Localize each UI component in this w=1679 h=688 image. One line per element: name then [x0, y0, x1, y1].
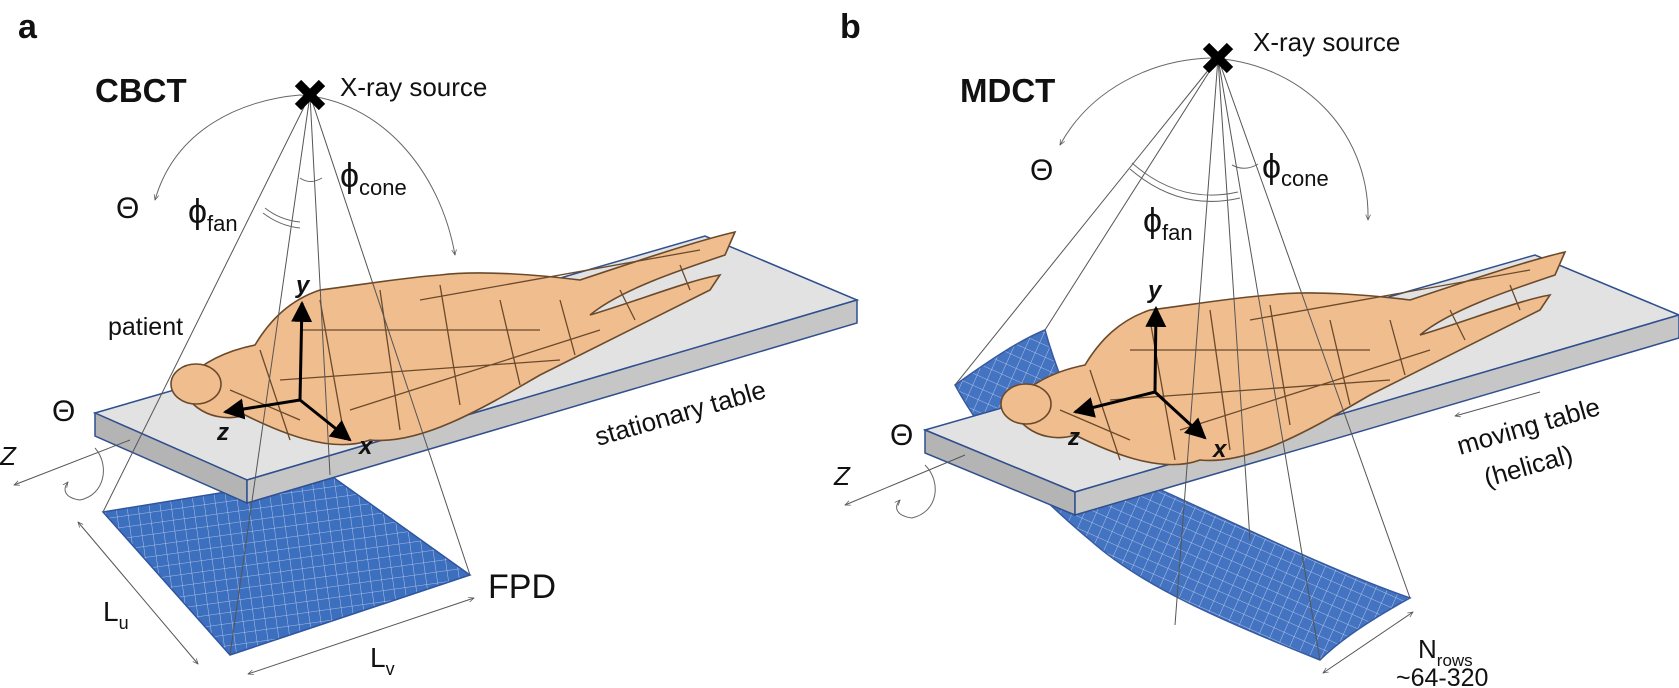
- table-motion-arrow: [1455, 391, 1541, 416]
- coordinate-axes-b: [1072, 305, 1207, 440]
- panel-title-mdct: MDCT: [960, 72, 1055, 109]
- nrows-range-label: ~64-320: [1396, 664, 1488, 688]
- stationary-table-side: [246, 298, 858, 505]
- theta-label-a: Θ: [116, 192, 139, 225]
- fpd-label: FPD: [488, 568, 556, 606]
- nrows-label: Nrows: [1418, 634, 1473, 670]
- theta-z-label-b: Θ: [890, 419, 913, 452]
- patient-figure-b: [1000, 250, 1567, 466]
- theta-label-b: Θ: [1030, 154, 1053, 187]
- xray-source-icon-a: [294, 79, 326, 111]
- moving-table-side: [1074, 314, 1679, 517]
- z-axis-line-a: [14, 439, 131, 485]
- nrows-dimension-arrow: [1323, 612, 1413, 673]
- z-label-b: Z: [833, 461, 851, 491]
- panel-letter-a: a: [18, 8, 38, 46]
- rotation-arc-b: [1059, 57, 1368, 220]
- coordinate-axes-a: [222, 300, 352, 442]
- z-rotation-arc-b: [897, 464, 936, 519]
- panel-letter-b: b: [840, 8, 861, 46]
- lu-dimension-arrow: [78, 522, 198, 664]
- lv-label: Lv: [370, 642, 395, 679]
- flat-panel-detector: [101, 474, 472, 656]
- lu-label: Lu: [103, 596, 129, 633]
- axis-y-label-a: y: [295, 272, 311, 299]
- xray-source-label-b: X-ray source: [1253, 27, 1400, 57]
- phi-fan-arc-a: [264, 207, 301, 223]
- lv-dimension-arrow: [248, 598, 474, 674]
- axis-z-label-b: z: [1067, 424, 1080, 451]
- xray-source-label-a: X-ray source: [340, 72, 487, 102]
- phi-cone-label-a: ϕcone: [340, 157, 407, 200]
- panel-a: a CBCT X-ray sour: [0, 8, 860, 679]
- phi-fan-label-b: ϕfan: [1143, 202, 1193, 245]
- phi-cone-label-b: ϕcone: [1262, 148, 1329, 191]
- patient-label: patient: [108, 313, 183, 341]
- axis-x-label-a: x: [357, 433, 374, 460]
- axis-z-label-a: z: [216, 419, 229, 446]
- xray-source-icon-b: [1202, 42, 1234, 74]
- axis-y-label-b: y: [1147, 277, 1163, 304]
- rotation-arc-a: [155, 94, 455, 255]
- phi-cone-arc-a: [299, 177, 323, 182]
- panel-title-cbct: CBCT: [95, 72, 187, 109]
- z-axis-line-b: [845, 454, 966, 505]
- z-rotation-arc-a: [65, 447, 104, 501]
- panel-b: b MDCT: [833, 8, 1679, 688]
- z-label-a: Z: [0, 441, 17, 471]
- theta-z-label-a: Θ: [52, 395, 75, 428]
- phi-fan-label-a: ϕfan: [188, 193, 238, 236]
- axis-x-label-b: x: [1211, 436, 1228, 463]
- beam-lines-a: [102, 94, 471, 656]
